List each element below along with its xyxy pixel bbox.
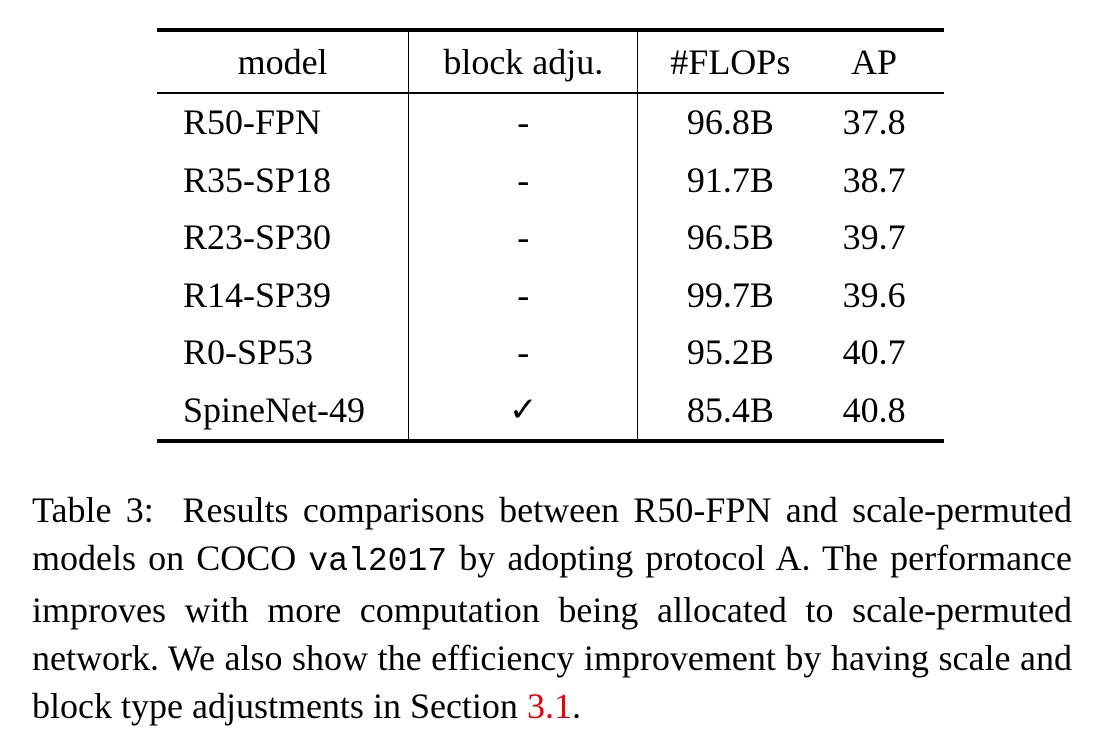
cell-block-adju: - — [408, 324, 639, 382]
cell-block-adju: - — [408, 266, 639, 324]
results-table-container: model block adju. #FLOPs AP R50-FPN - 96… — [157, 28, 944, 443]
caption-label: Table 3: — [32, 490, 154, 530]
header-model: model — [157, 30, 410, 93]
header-ap: AP — [851, 42, 898, 82]
cell-model: R23-SP30 — [157, 209, 410, 267]
cell-model: SpineNet-49 — [157, 381, 410, 441]
cell-ap: 39.7 — [842, 217, 906, 257]
caption-code: val2017 — [308, 543, 448, 580]
table-row: R35-SP18 - 91.7B 38.7 — [157, 151, 944, 209]
cell-ap: 37.8 — [842, 102, 906, 142]
cell-ap: 39.6 — [842, 274, 906, 315]
cell-flops: 99.7B — [686, 274, 774, 315]
cell-flops: 91.7B — [686, 159, 774, 200]
cell-flops: 96.5B — [686, 217, 774, 257]
cell-flops: 95.2B — [686, 332, 774, 372]
table-row: SpineNet-49 ✓ 85.4B 40.8 — [157, 381, 944, 441]
cell-block-adju: - — [408, 151, 639, 209]
cell-model: R50-FPN — [157, 93, 410, 152]
table-header-row: model block adju. #FLOPs AP — [157, 30, 944, 93]
cell-ap: 38.7 — [842, 159, 906, 200]
cell-model: R35-SP18 — [157, 151, 410, 209]
table-row: R0-SP53 - 95.2B 40.7 — [157, 324, 944, 382]
cell-flops: 85.4B — [686, 389, 774, 430]
cell-model: R14-SP39 — [157, 266, 410, 324]
table-caption: Table 3: Results comparisons between R50… — [32, 486, 1072, 730]
table-row: R23-SP30 - 96.5B 39.7 — [157, 209, 944, 267]
table-row: R50-FPN - 96.8B 37.8 — [157, 93, 944, 152]
table-row: R14-SP39 - 99.7B 39.6 — [157, 266, 944, 324]
section-reference-link[interactable]: 3.1 — [526, 686, 572, 726]
cell-model: R0-SP53 — [157, 324, 410, 382]
checkmark-icon: ✓ — [408, 381, 639, 441]
caption-text-continued: by adopting protocol A. The performance … — [32, 538, 1073, 726]
header-flops: #FLOPs — [670, 42, 791, 82]
cell-ap: 40.7 — [842, 332, 906, 372]
header-block-adju: block adju. — [408, 30, 639, 93]
cell-ap: 40.8 — [842, 389, 906, 430]
results-table: model block adju. #FLOPs AP R50-FPN - 96… — [157, 28, 944, 443]
caption-text: Results comparisons between R50-FPN and … — [32, 490, 1072, 578]
cell-block-adju: - — [408, 93, 639, 152]
caption-end: . — [571, 686, 581, 726]
cell-block-adju: - — [408, 209, 639, 267]
cell-flops: 96.8B — [686, 102, 774, 142]
